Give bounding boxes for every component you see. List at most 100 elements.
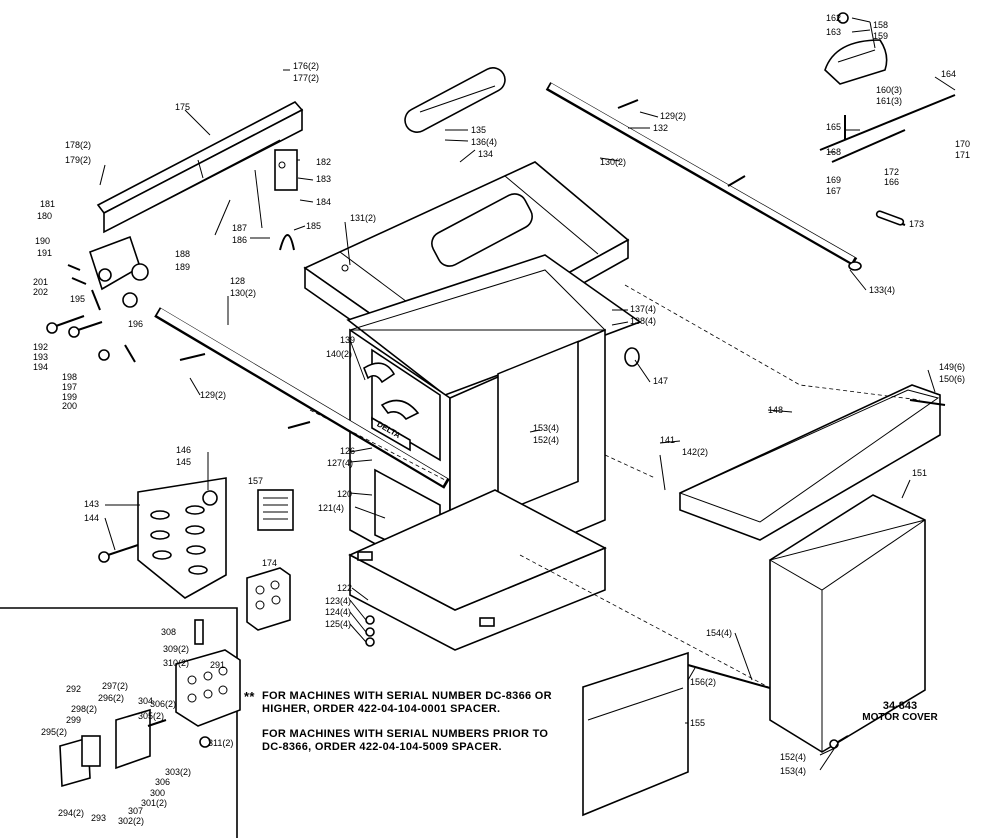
motor-cover-model: 34-843 — [882, 700, 918, 712]
label-121: 121(4) — [318, 503, 344, 513]
motor-cover-label: MOTOR COVER — [862, 712, 938, 723]
label-136: 136(4) — [471, 137, 497, 147]
label-184: 184 — [316, 197, 331, 207]
label-137: 137(4) — [630, 304, 656, 314]
label-181: 181 — [40, 199, 55, 209]
label-200: 200 — [62, 401, 77, 411]
label-125: 125(4) — [325, 619, 351, 629]
label-165: 165 — [826, 122, 841, 132]
label-173: 173 — [909, 219, 924, 229]
label-158: 158 — [873, 20, 888, 30]
label-146: 146 — [176, 445, 191, 455]
label-124: 124(4) — [325, 607, 351, 617]
label-123: 123(4) — [325, 596, 351, 606]
label-161: 161(3) — [876, 96, 902, 106]
label-138: 138(4) — [630, 316, 656, 326]
label-304: 304 — [138, 696, 153, 706]
label-192: 192 — [33, 342, 48, 352]
label-176: 176(2) — [293, 61, 319, 71]
motor-cover-box — [768, 494, 926, 753]
label-170: 170 — [955, 139, 970, 149]
label-305: 305(2) — [138, 711, 164, 721]
label-309: 309(2) — [163, 644, 189, 654]
label-183: 183 — [316, 174, 331, 184]
label-150: 150(6) — [939, 374, 965, 384]
label-168: 168 — [826, 147, 841, 157]
label-293: 293 — [91, 813, 106, 823]
label-180: 180 — [37, 211, 52, 221]
label-139: 139 — [340, 335, 355, 345]
label-188: 188 — [175, 249, 190, 259]
label-308: 308 — [161, 627, 176, 637]
label-127: 127(4) — [327, 458, 353, 468]
label-300: 300 — [150, 788, 165, 798]
label-141: 141 — [660, 435, 675, 445]
label-157: 157 — [248, 476, 263, 486]
small-parts — [98, 210, 946, 749]
label-142: 142(2) — [682, 447, 708, 457]
label-126: 126 — [340, 446, 355, 456]
label-167: 167 — [826, 186, 841, 196]
label-307: 307 — [128, 806, 143, 816]
label-169: 169 — [826, 175, 841, 185]
note-marker: ** — [244, 689, 255, 704]
switch-inset — [0, 607, 241, 838]
label-177: 177(2) — [293, 73, 319, 83]
label-193: 193 — [33, 352, 48, 362]
table-insert — [404, 67, 506, 133]
label-194: 194 — [33, 362, 48, 372]
note-line-1: FOR MACHINES WITH SERIAL NUMBER DC-8366 … — [262, 690, 552, 702]
label-153-bottom: 153(4) — [780, 766, 806, 776]
label-163: 163 — [826, 27, 841, 37]
label-135: 135 — [471, 125, 486, 135]
label-129-left: 129(2) — [200, 390, 226, 400]
label-143: 143 — [84, 499, 99, 509]
label-197: 197 — [62, 382, 77, 392]
label-311: 311(2) — [208, 738, 233, 748]
label-134: 134 — [478, 149, 493, 159]
label-298: 298(2) — [71, 704, 97, 714]
rear-panel — [582, 651, 689, 817]
label-292: 292 — [66, 684, 81, 694]
label-186: 186 — [232, 235, 247, 245]
label-120: 120 — [337, 489, 352, 499]
label-164: 164 — [941, 69, 956, 79]
label-301: 301(2) — [141, 798, 167, 808]
label-195: 195 — [70, 294, 85, 304]
label-171: 171 — [955, 150, 970, 160]
label-196: 196 — [128, 319, 143, 329]
guide-rails — [154, 82, 862, 489]
label-154: 154(4) — [706, 628, 732, 638]
label-156: 156(2) — [690, 677, 716, 687]
label-202: 202 — [33, 287, 48, 297]
label-299: 299 — [66, 715, 81, 725]
label-144: 144 — [84, 513, 99, 523]
label-152-mid: 152(4) — [533, 435, 559, 445]
label-140: 140(2) — [326, 349, 352, 359]
label-122: 122 — [337, 583, 352, 593]
label-159: 159 — [873, 31, 888, 41]
label-199: 199 — [62, 392, 77, 402]
label-132: 132 — [653, 123, 668, 133]
label-302: 302(2) — [118, 816, 144, 826]
label-130-top: 130(2) — [600, 157, 626, 167]
rip-fence-assembly — [46, 100, 304, 363]
label-129-top: 129(2) — [660, 111, 686, 121]
label-160: 160(3) — [876, 85, 902, 95]
label-295: 295(2) — [41, 727, 67, 737]
label-151: 151 — [912, 468, 927, 478]
label-133: 133(4) — [869, 285, 895, 295]
label-310: 310(2) — [163, 658, 189, 668]
label-128: 128 — [230, 276, 245, 286]
label-185: 185 — [306, 221, 321, 231]
label-178: 178(2) — [65, 140, 91, 150]
label-189: 189 — [175, 262, 190, 272]
leader-lines — [99, 17, 956, 771]
label-294: 294(2) — [58, 808, 84, 818]
note-line-4: DC-8366, ORDER 422-04-104-5009 SPACER. — [262, 741, 502, 753]
label-303: 303(2) — [165, 767, 191, 777]
label-198: 198 — [62, 372, 77, 382]
label-306-top: 306(2) — [150, 699, 176, 709]
label-191: 191 — [37, 248, 52, 258]
